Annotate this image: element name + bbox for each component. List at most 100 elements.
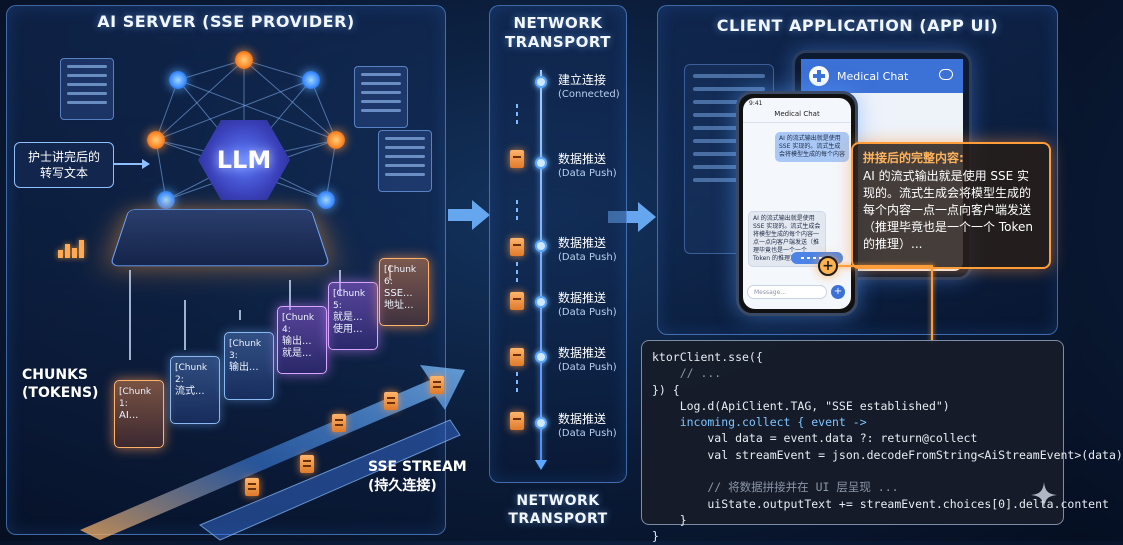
timeline-event-dot — [535, 240, 547, 252]
timeline-event-sub: (Data Push) — [558, 428, 617, 439]
code-line: // ... — [652, 366, 722, 381]
chunk-title: [Chunk 5: — [333, 289, 366, 311]
network-bottom-line1: NETWORK — [516, 493, 600, 509]
timeline-event-dot — [535, 76, 547, 88]
data-packet-icon — [510, 412, 524, 430]
phone-device: 9:41 Medical Chat AI 的流式输出就是使用 SSE 实现的。流… — [736, 91, 858, 316]
user-message-bubble: AI 的流式输出就是使用 SSE 实现的。流式生成会将模型生成的每个内容 — [775, 132, 849, 162]
ai-message-bubble: AI 的流式输出就是使用 SSE 实现的。流式生成会将模型生成的每个内容一点一点… — [748, 211, 826, 267]
timeline-event-dot — [535, 296, 547, 308]
background-document — [354, 66, 408, 128]
connector-line — [931, 265, 933, 343]
send-button[interactable]: + — [831, 285, 845, 299]
chunk-title: [Chunk 1: — [119, 387, 152, 409]
sse-stream-line1: SSE STREAM — [368, 459, 467, 475]
tablet-header: Medical Chat — [801, 59, 963, 93]
network-node — [235, 51, 253, 69]
code-snippet: ktorClient.sse({ // ... }) { Log.d(ApiCl… — [641, 340, 1123, 543]
timeline-event-sub: (Data Push) — [558, 168, 617, 179]
timeline-event-label: 建立连接 — [558, 73, 607, 87]
chunk-card-2: [Chunk 2: 流式... — [170, 356, 220, 424]
timeline-line — [540, 70, 542, 465]
chunk-title: [Chunk 3: — [229, 339, 262, 361]
stream-packet-icon — [300, 455, 314, 473]
stream-packet-icon — [430, 376, 444, 394]
assembled-content-title: 拼接后的完整内容: — [863, 151, 964, 165]
timeline-event-label: 数据推送 — [558, 346, 607, 360]
plus-icon[interactable]: + — [818, 256, 838, 276]
stream-packet-icon — [384, 392, 398, 410]
medical-cross-icon — [809, 66, 829, 86]
input-arrow — [114, 159, 150, 169]
sse-stream-tube — [80, 365, 465, 541]
stream-packet-icon — [245, 478, 259, 496]
network-transport-title: NETWORK TRANSPORT — [489, 14, 627, 52]
chunks-label-line2: (TOKENS) — [22, 385, 99, 401]
code-line: val streamEvent = json.decodeFromString<… — [652, 447, 1123, 462]
timeline-event-dot — [535, 157, 547, 169]
timeline-event-sub: (Data Push) — [558, 307, 617, 318]
background-document — [378, 130, 432, 192]
assembled-content-box: 拼接后的完整内容: AI 的流式输出就是使用 SSE 实现的。流式生成会将模型生… — [851, 142, 1051, 269]
timeline-event-dot — [535, 351, 547, 363]
chunk-title: [Chunk 6: — [384, 265, 417, 287]
chunk-body: AI... — [119, 410, 139, 421]
chunks-label-line1: CHUNKS — [22, 367, 89, 383]
code-line: } — [652, 529, 659, 544]
chunk-title: [Chunk 4: — [282, 313, 315, 335]
message-input[interactable]: Message... — [747, 285, 827, 299]
timeline-event-label: 数据推送 — [558, 291, 607, 305]
network-title-line1: NETWORK — [513, 14, 603, 32]
data-packet-icon — [510, 348, 524, 366]
data-packet-icon — [510, 292, 524, 310]
ai-server-title: AI SERVER (SSE PROVIDER) — [97, 12, 355, 31]
timeline-dash — [516, 200, 518, 222]
chat-bubble-icon[interactable] — [939, 69, 953, 80]
timeline-event-sub: (Data Push) — [558, 252, 617, 263]
network-title-line2: TRANSPORT — [504, 33, 612, 51]
assembled-content-body: AI 的流式输出就是使用 SSE 实现的。流式生成会将模型生成的每个内容一点一点… — [863, 169, 1033, 251]
sparkle-icon — [1031, 482, 1057, 508]
timeline-dash — [516, 104, 518, 126]
chunk-card-1: [Chunk 1: AI... — [114, 380, 164, 448]
network-node — [157, 191, 175, 209]
right-arrow-icon — [608, 202, 656, 232]
code-line: Log.d(ApiClient.TAG, "SSE established") — [652, 398, 950, 413]
timeline-event-label: 数据推送 — [558, 412, 607, 426]
transcript-label-line1: 护士讲完后的 — [27, 150, 100, 164]
network-bottom-line2: TRANSPORT — [508, 511, 608, 527]
code-line: // 将数据拼接并在 UI 层呈现 ... — [652, 480, 899, 495]
network-node — [147, 131, 165, 149]
chunk-body: SSE... 地址... — [384, 288, 414, 311]
chunk-card-5: [Chunk 5: 就是... 使用... — [328, 282, 378, 350]
code-line: uiState.outputText += streamEvent.choice… — [652, 496, 1109, 511]
chunk-body: 输出... — [229, 362, 259, 373]
code-line: val data = event.data ?: return@collect — [652, 431, 978, 446]
timeline-event-label: 数据推送 — [558, 236, 607, 250]
background-document — [60, 58, 114, 120]
chunk-card-6: [Chunk 6: SSE... 地址... — [379, 258, 429, 326]
code-line: } — [652, 512, 687, 527]
right-arrow-icon — [448, 200, 490, 230]
network-node — [302, 71, 320, 89]
chunk-card-3: [Chunk 3: 输出... — [224, 332, 274, 400]
bar-chart-icon — [58, 240, 84, 258]
chunk-card-4: [Chunk 4: 输出... 就是... — [277, 306, 327, 374]
chunk-body: 输出... 就是... — [282, 336, 312, 359]
tablet-app-title: Medical Chat — [837, 69, 909, 83]
sse-stream-label: SSE STREAM (持久连接) — [368, 458, 467, 496]
timeline-arrow-head — [535, 460, 547, 470]
chunks-label: CHUNKS (TOKENS) — [22, 366, 98, 402]
phone-time: 9:41 — [749, 100, 763, 107]
timeline-dash — [516, 372, 518, 394]
data-packet-icon — [510, 238, 524, 256]
transcript-label-line2: 转写文本 — [39, 166, 88, 180]
network-node — [327, 131, 345, 149]
chunk-body: 就是... 使用... — [333, 312, 363, 335]
network-node — [317, 191, 335, 209]
phone-screen: 9:41 Medical Chat AI 的流式输出就是使用 SSE 实现的。流… — [743, 98, 851, 309]
stream-packet-icon — [332, 414, 346, 432]
timeline-event-sub: (Connected) — [558, 89, 620, 100]
code-line: }) { — [652, 382, 680, 397]
data-packet-icon — [510, 150, 524, 168]
